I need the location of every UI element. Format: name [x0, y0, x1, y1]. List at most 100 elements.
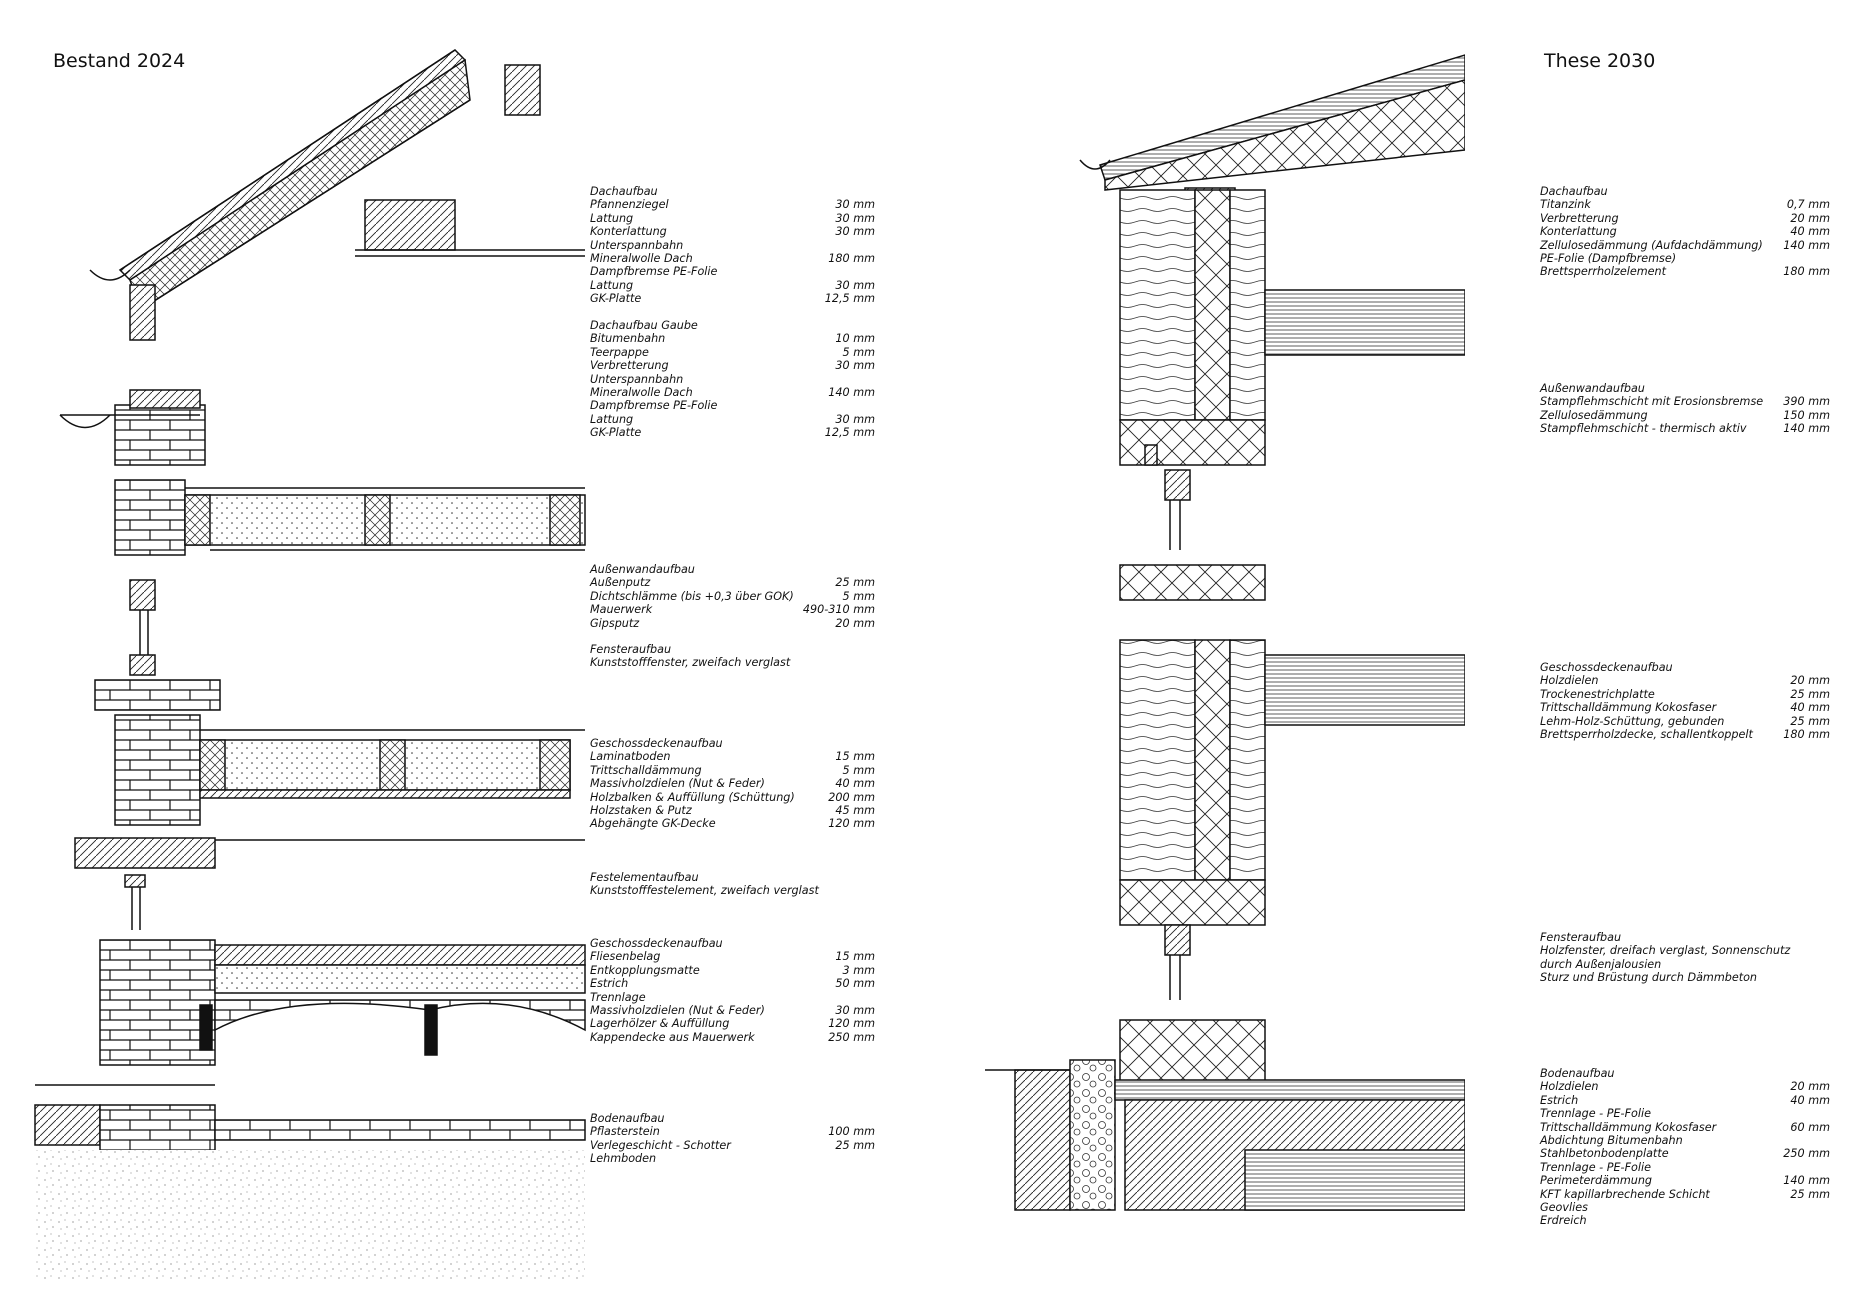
layer-name: Pfannenziegel: [590, 198, 669, 212]
layer-name: Abdichtung Bitumenbahn: [1540, 1134, 1683, 1148]
spec-row: Mineralwolle Dach 140 mm: [590, 386, 875, 399]
layer-name: Massivholzdielen (Nut & Feder): [590, 1004, 765, 1018]
layer-thickness: 10 mm: [835, 332, 875, 346]
spec-row: Massivholzdielen (Nut & Feder)30 mm: [590, 1004, 875, 1017]
section-drawing-these: [985, 54, 1465, 1211]
layer-thickness: 140 mm: [1783, 422, 1830, 436]
spec-row: Verlegeschicht - Schotter 25 mm: [590, 1139, 875, 1152]
layer-thickness: 150 mm: [1783, 408, 1830, 422]
spec-row: Teerpappe 5 mm: [590, 346, 875, 359]
layer-name: Holzbalken & Auffüllung (Schüttung): [590, 790, 795, 804]
layer-name: Holzdielen: [1540, 1080, 1599, 1094]
layer-name: Trittschalldämmung Kokosfaser: [1540, 1120, 1717, 1134]
layer-name: Verbretterung: [1540, 211, 1619, 225]
layer-thickness: 25 mm: [1790, 714, 1830, 728]
layer-thickness: 25 mm: [835, 1138, 875, 1152]
layer-thickness: 250 mm: [828, 1030, 875, 1044]
spec-row: Unterspannbahn: [590, 373, 875, 386]
spec-heading: Fensteraufbau: [590, 643, 672, 656]
layer-name: GK-Platte: [590, 426, 642, 440]
layer-name: Gipsputz: [590, 616, 640, 630]
layer-name: Mineralwolle Dach: [590, 386, 693, 400]
layer-name: Brettsperrholzdecke, schallentkoppelt: [1540, 728, 1753, 742]
layer-name: Trockenestrichplatte: [1540, 687, 1655, 701]
layer-thickness: 12,5 mm: [824, 292, 875, 306]
spec-row: Dampfbremse PE-Folie: [590, 265, 875, 278]
layer-thickness: 40 mm: [1790, 1093, 1830, 1107]
spec-row: Bitumenbahn 10 mm: [590, 332, 875, 345]
layer-name: Stampflehmschicht mit Erosionsbremse: [1540, 395, 1764, 409]
layer-name: Geovlies: [1540, 1201, 1588, 1215]
spec-row: Dampfbremse PE-Folie: [590, 399, 875, 412]
spec-block: Festelementaufbau Kunststofffestelement,…: [590, 871, 875, 898]
spec-row: Trennlage: [590, 991, 875, 1004]
layer-name: Verlegeschicht - Schotter: [590, 1138, 731, 1152]
layer-thickness: 0,7 mm: [1786, 198, 1830, 212]
layer-thickness: 120 mm: [828, 1017, 875, 1031]
spec-heading: Bodenaufbau: [1540, 1067, 1615, 1080]
layer-thickness: 5 mm: [842, 589, 875, 603]
layer-name: Bitumenbahn: [590, 332, 666, 346]
spec-row: Trennlage - PE-Folie: [1540, 1161, 1830, 1174]
layer-thickness: 15 mm: [835, 950, 875, 964]
spec-heading: Geschossdeckenaufbau: [1540, 661, 1673, 674]
layer-name: Trittschalldämmung Kokosfaser: [1540, 701, 1717, 715]
layer-name: Pflasterstein: [590, 1125, 660, 1139]
layer-thickness: 180 mm: [1783, 265, 1830, 279]
spec-heading: Festelementaufbau: [590, 871, 699, 884]
spec-row: Trennlage - PE-Folie: [1540, 1107, 1830, 1120]
layer-thickness: 120 mm: [828, 817, 875, 831]
layer-name: Kunststofffenster, zweifach verglast: [590, 656, 791, 670]
spec-heading: Bodenaufbau: [590, 1112, 665, 1125]
layer-name: Abgehängte GK-Decke: [590, 817, 716, 831]
layer-name: Lehmboden: [590, 1152, 657, 1166]
layer-name: Estrich: [590, 977, 629, 991]
layer-name: Entkopplungsmatte: [590, 963, 700, 977]
layer-thickness: 490-310 mm: [802, 603, 875, 617]
spec-row: PE-Folie (Dampfbremse): [1540, 252, 1830, 265]
layer-thickness: 140 mm: [828, 386, 875, 400]
spec-heading: Dachaufbau: [590, 185, 658, 198]
spec-row: Holzbalken & Auffüllung (Schüttung)200 m…: [590, 791, 875, 804]
spec-heading: Geschossdeckenaufbau: [590, 937, 723, 950]
layer-thickness: 140 mm: [1783, 1174, 1830, 1188]
layer-name: Dichtschlämme (bis +0,3 über GOK): [590, 589, 794, 603]
layer-name: Lehm-Holz-Schüttung, gebunden: [1540, 714, 1725, 728]
layer-name: Stahlbetonbodenplatte: [1540, 1147, 1669, 1161]
layer-name: Unterspannbahn: [590, 238, 684, 252]
layer-name: Trittschalldämmung: [590, 763, 702, 777]
layer-thickness: 30 mm: [835, 359, 875, 373]
section-drawing-bestand: [34, 49, 586, 1280]
layer-thickness: 180 mm: [828, 252, 875, 266]
layer-name: Teerpappe: [590, 345, 649, 359]
spec-heading: Außenwandaufbau: [590, 563, 695, 576]
spec-heading: Geschossdeckenaufbau: [590, 737, 723, 750]
spec-row: Lehmboden: [590, 1152, 875, 1165]
layer-thickness: 5 mm: [842, 345, 875, 359]
layer-name: Kunststofffestelement, zweifach verglast: [590, 884, 819, 898]
